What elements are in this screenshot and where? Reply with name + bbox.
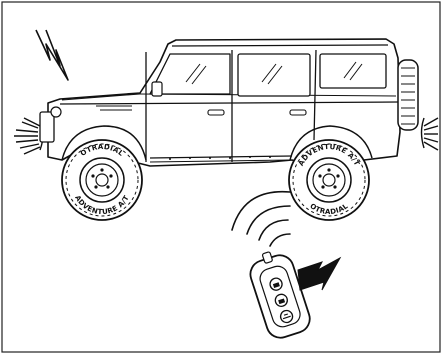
door-handle: [208, 110, 224, 115]
rear-door-window: [238, 54, 310, 96]
front-bumper: [40, 112, 54, 142]
headlight: [51, 107, 61, 117]
rear-wheel: OTRADIAL ADVENTURE A/T: [62, 140, 142, 220]
door-handle: [290, 110, 306, 115]
spare-tire: [398, 60, 418, 130]
side-mirror: [152, 82, 162, 96]
front-wheel: ADVENTURE A/T OTRADIAL: [289, 140, 369, 220]
cargo-window: [320, 54, 386, 88]
